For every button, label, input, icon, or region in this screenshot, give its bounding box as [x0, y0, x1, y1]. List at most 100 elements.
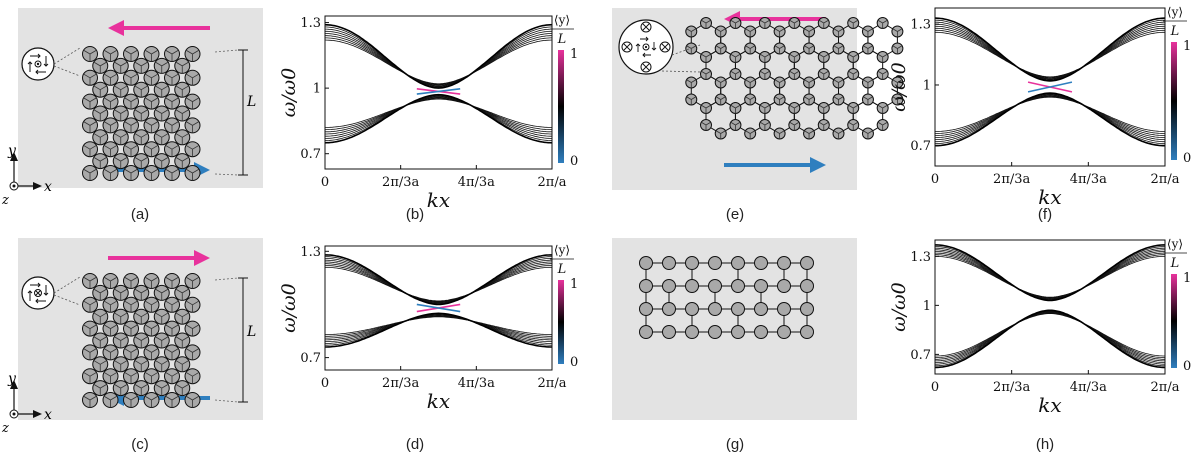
colorbar-min: 0 — [1183, 151, 1191, 166]
site-spokes — [877, 121, 888, 131]
site-spokes — [175, 312, 189, 325]
colorbar-max: 1 — [570, 47, 578, 62]
site-spokes — [114, 109, 128, 121]
site-spokes — [114, 312, 128, 325]
lattice-site — [685, 279, 699, 293]
svg-text:z: z — [1, 421, 9, 436]
colorbar-max: 1 — [570, 277, 578, 292]
upper-bulk-band — [935, 244, 1165, 301]
panel-c: L — [18, 238, 263, 420]
lattice-site — [731, 256, 745, 270]
site-spokes — [83, 276, 97, 289]
site-spokes — [165, 49, 179, 62]
y-tick-label: 1.3 — [300, 16, 321, 31]
y-axis-label: ω/ω0 — [888, 282, 910, 331]
site-spokes — [155, 61, 169, 74]
site-spokes — [93, 109, 107, 121]
axes-frame — [934, 239, 1166, 375]
site-spokes — [144, 300, 159, 313]
site-spokes — [124, 97, 138, 110]
site-spokes — [848, 19, 859, 29]
site-spokes — [83, 49, 97, 62]
upper-bulk-edge — [325, 23, 552, 89]
upper-bulk-band — [935, 23, 1165, 80]
y-tick-label: 0.7 — [910, 348, 931, 363]
x-tick-label: 2π/3a — [993, 380, 1030, 395]
site-spokes — [730, 19, 741, 29]
site-spokes — [134, 312, 148, 325]
lattice-site — [708, 256, 722, 270]
lattice-site — [639, 256, 653, 270]
site-spokes — [789, 104, 800, 114]
site-spokes — [83, 372, 97, 384]
x-tick-label: 0 — [931, 380, 939, 395]
colorbar-label-numerator: ⟨y⟩ — [554, 243, 570, 257]
site-spokes — [175, 288, 189, 301]
colorbar-label-numerator: ⟨y⟩ — [1167, 5, 1183, 19]
lattice-site — [662, 302, 676, 316]
site-spokes — [877, 19, 888, 29]
site-spokes — [833, 130, 844, 139]
inset-honeycomb-unit-cell-icon — [618, 19, 701, 75]
y-tick-label: 1.3 — [910, 18, 931, 33]
lattice-site — [662, 279, 676, 293]
site-spokes — [144, 145, 159, 157]
x-tick-label: 2π/a — [1151, 172, 1180, 187]
site-spokes — [144, 121, 159, 133]
site-spokes — [155, 85, 169, 98]
site-spokes — [175, 133, 189, 145]
site-spokes — [774, 28, 785, 37]
panel-g-square-lattice — [639, 256, 814, 339]
panel-a-length-label: L — [246, 94, 256, 110]
lower-bulk-band — [325, 315, 552, 339]
colorbar-min: 0 — [570, 355, 578, 370]
site-spokes — [892, 45, 903, 54]
site-spokes — [134, 157, 148, 169]
site-spokes — [93, 288, 107, 301]
lower-bulk-band — [325, 316, 552, 335]
site-spokes — [83, 97, 97, 110]
site-spokes — [185, 372, 200, 384]
lower-bulk-edge — [325, 312, 552, 348]
lattice-site — [639, 325, 653, 339]
colorbar — [558, 280, 564, 364]
site-spokes — [892, 79, 903, 88]
x-axis-label: kx — [1038, 393, 1061, 417]
site-spokes — [114, 288, 128, 301]
site-spokes — [175, 61, 189, 74]
site-spokes — [144, 276, 159, 289]
upper-bulk-band — [325, 33, 552, 86]
lower-bulk-band — [325, 313, 552, 344]
site-spokes — [134, 133, 148, 145]
site-spokes — [686, 96, 697, 105]
lattice-site — [662, 256, 676, 270]
panel-e — [612, 8, 904, 190]
colorbar-max: 1 — [1183, 39, 1191, 54]
site-spokes — [877, 70, 888, 80]
site-spokes — [165, 348, 179, 360]
upper-bulk-band — [325, 24, 552, 89]
caption-h: (h) — [1035, 436, 1055, 453]
site-spokes — [745, 79, 756, 88]
upper-bulk-band — [325, 37, 552, 85]
site-spokes — [818, 104, 829, 114]
site-spokes — [124, 324, 138, 337]
colorbar-label-denominator: L — [1170, 24, 1180, 39]
site-spokes — [83, 348, 97, 360]
colorbar-min: 0 — [570, 154, 578, 169]
site-spokes — [804, 45, 814, 54]
site-spokes — [144, 73, 159, 86]
site-spokes — [155, 109, 169, 121]
site-spokes — [134, 288, 148, 301]
site-spokes — [701, 53, 711, 63]
upper-bulk-band — [935, 31, 1165, 78]
site-spokes — [83, 395, 97, 408]
lattice-site — [708, 325, 722, 339]
lower-bulk-band — [325, 94, 552, 144]
panel-c-top-edge-arrowhead — [194, 250, 210, 266]
edge-mode-bottom — [1027, 81, 1073, 93]
site-spokes — [185, 348, 200, 360]
site-spokes — [774, 45, 785, 54]
